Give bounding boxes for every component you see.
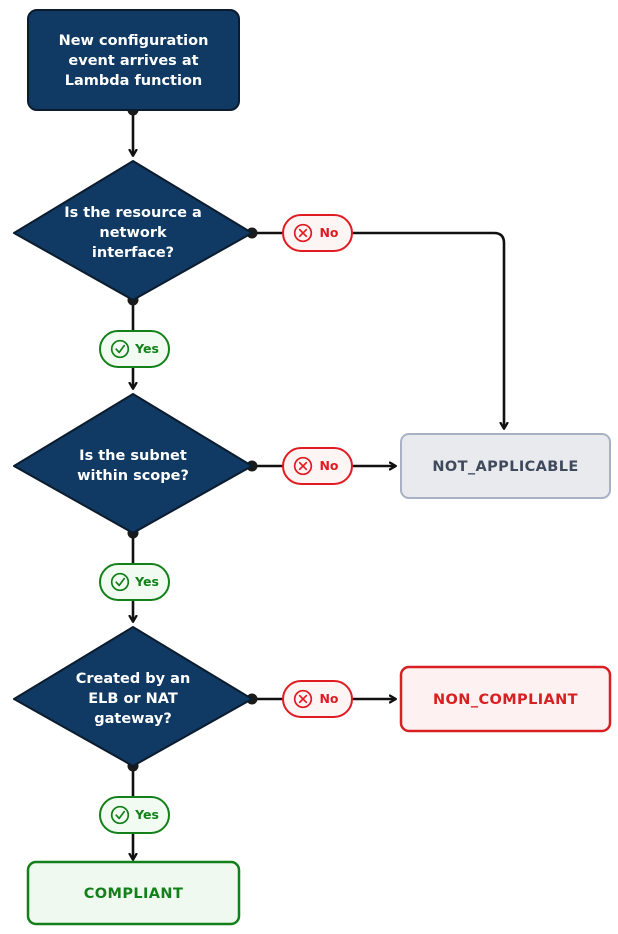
decision-network-interface-line-3: interface? xyxy=(92,245,174,261)
start-node-line-1: New configuration xyxy=(59,33,209,49)
decision-subnet-scope-line-1: Is the subnet xyxy=(79,448,187,464)
edge-label-no-3[interactable]: No xyxy=(282,680,353,718)
decision-network-interface-diamond xyxy=(13,160,253,301)
not-applicable-label: NOT_APPLICABLE xyxy=(432,459,578,475)
node-non-compliant[interactable]: NON_COMPLIANT xyxy=(399,665,612,733)
edge-label-yes-3[interactable]: Yes xyxy=(99,796,170,834)
yes-badge-pill xyxy=(99,796,170,834)
yes-badge-pill xyxy=(99,330,170,368)
decision-subnet-scope-diamond xyxy=(13,393,253,534)
decision-elb-nat-diamond xyxy=(13,626,253,767)
circle-x-icon xyxy=(293,223,313,243)
no-badge-label: No xyxy=(319,691,338,706)
yes-badge-label: Yes xyxy=(134,574,159,589)
non-compliant-label: NON_COMPLIANT xyxy=(433,692,578,708)
yes-badge-pill xyxy=(99,563,170,601)
node-compliant[interactable]: COMPLIANT xyxy=(26,860,241,926)
yes-badge-label: Yes xyxy=(134,807,159,822)
circle-check-icon xyxy=(110,339,130,359)
decision-network-interface-line-2: network xyxy=(99,225,167,241)
edge-label-no-1[interactable]: No xyxy=(282,214,353,252)
circle-x-icon xyxy=(293,456,313,476)
node-not-applicable[interactable]: NOT_APPLICABLE xyxy=(400,433,611,499)
start-node-box xyxy=(27,9,240,111)
edge-label-yes-1[interactable]: Yes xyxy=(99,330,170,368)
start-node-line-2: event arrives at xyxy=(68,53,198,69)
node-decision-subnet-scope[interactable]: Is the subnet within scope? xyxy=(13,393,253,534)
circle-check-icon xyxy=(110,572,130,592)
decision-elb-nat-line-1: Created by an xyxy=(76,671,191,687)
edge-label-no-2[interactable]: No xyxy=(282,447,353,485)
no-badge-label: No xyxy=(319,225,338,240)
node-decision-elb-nat[interactable]: Created by an ELB or NAT gateway? xyxy=(13,626,253,767)
edge-decision1-no-to-not-applicable xyxy=(352,231,504,428)
node-decision-network-interface[interactable]: Is the resource a network interface? xyxy=(13,160,253,301)
decision-subnet-scope-line-2: within scope? xyxy=(77,468,189,484)
start-node-line-3: Lambda function xyxy=(65,73,202,89)
yes-badge-label: Yes xyxy=(134,341,159,356)
edge-label-yes-2[interactable]: Yes xyxy=(99,563,170,601)
no-badge-label: No xyxy=(319,458,338,473)
compliant-label: COMPLIANT xyxy=(84,886,184,902)
decision-elb-nat-line-2: ELB or NAT xyxy=(88,691,178,707)
no-badge-pill xyxy=(282,214,353,252)
no-badge-pill xyxy=(282,447,353,485)
circle-x-icon xyxy=(293,689,313,709)
decision-network-interface-line-1: Is the resource a xyxy=(64,205,202,221)
compliant-box xyxy=(26,860,241,926)
no-badge-pill xyxy=(282,680,353,718)
decision-elb-nat-line-3: gateway? xyxy=(94,711,172,727)
not-applicable-box xyxy=(400,433,611,499)
circle-check-icon xyxy=(110,805,130,825)
non-compliant-box xyxy=(399,665,612,733)
node-start[interactable]: New configuration event arrives at Lambd… xyxy=(27,9,240,111)
